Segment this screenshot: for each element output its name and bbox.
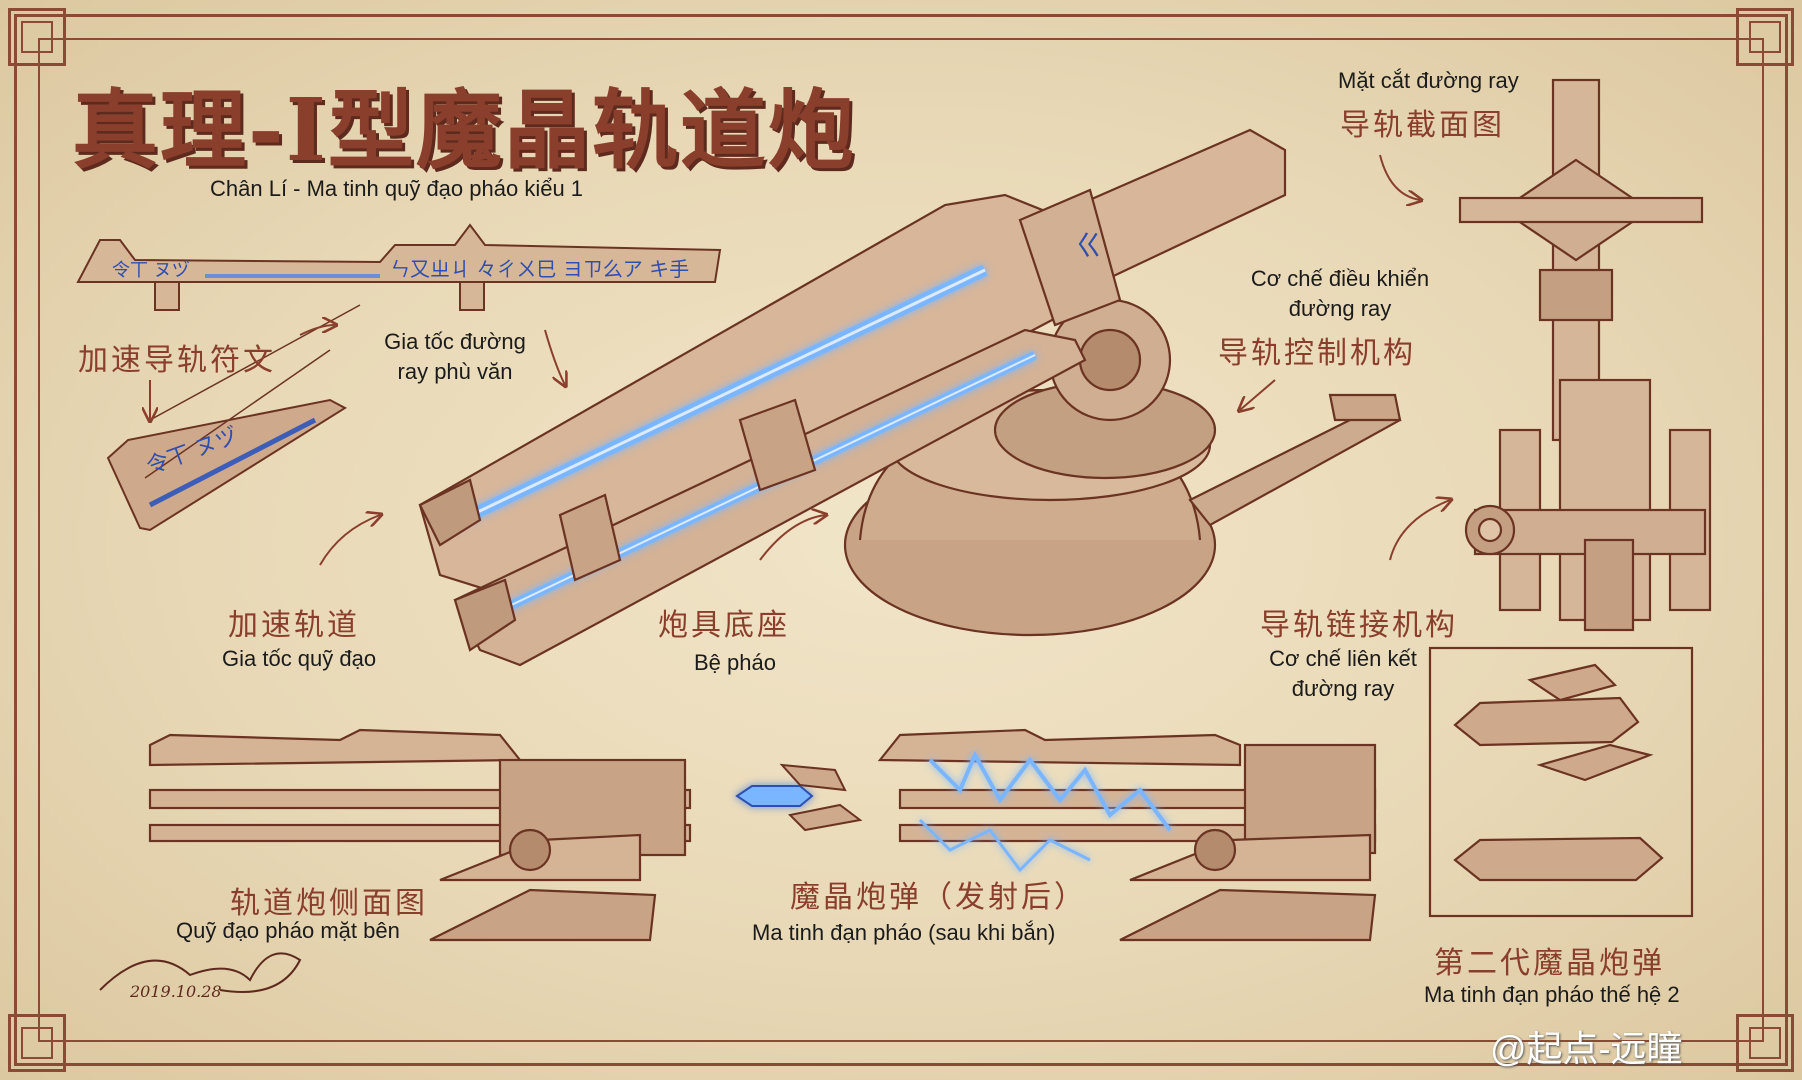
- annotation-arrows: [150, 154, 1450, 566]
- gen2-label-zh: 第二代魔晶炮弹: [1434, 946, 1665, 981]
- side-label-vi: Quỹ đạo pháo mặt bên: [176, 918, 400, 943]
- base-label-zh: 炮具底座: [658, 608, 790, 643]
- accel-label-zh: 加速轨道: [228, 608, 360, 643]
- rune-label-vi: Gia tốc đường ray phù văn: [384, 329, 526, 384]
- corner-ornament-top-right: [1736, 8, 1794, 66]
- link-label-vi: Cơ chế liên kết đường ray: [1269, 646, 1417, 701]
- railgun-main: ㄍ: [418, 128, 1402, 667]
- shell-label-vi: Ma tinh đạn pháo (sau khi bắn): [752, 920, 1056, 945]
- shell-label-zh: 魔晶炮弹（发射后）: [790, 880, 1087, 915]
- rune-glyphs-top: ㄣ又ㄓㄐ 々ㄔㄨ巳 ヨㄗ么ア キ手: [390, 257, 689, 281]
- section-label-zh: 导轨截面图: [1340, 108, 1505, 143]
- block-rune-icon: ㄍ: [1075, 229, 1103, 262]
- rune-strip: [76, 223, 722, 311]
- side-label-zh: 轨道炮侧面图: [230, 886, 428, 921]
- section-label-vi: Mặt cắt đường ray: [1338, 68, 1519, 93]
- signature-scribble: [99, 952, 302, 993]
- railgun-side-after-firing: [877, 728, 1377, 942]
- rail-link-mechanism: [1464, 378, 1712, 632]
- control-label-vi: Cơ chế điều khiển đường ray: [1250, 266, 1430, 321]
- gen2-label-vi: Ma tinh đạn pháo thế hệ 2: [1424, 982, 1680, 1007]
- rune-label-zh: 加速导轨符文: [78, 343, 276, 378]
- rail-cross-section: [1458, 78, 1704, 442]
- inner-frame: [38, 38, 1764, 1042]
- corner-ornament-top-left: [8, 8, 66, 66]
- corner-ornament-bottom-right: [1736, 1014, 1794, 1072]
- railgun-side-view: [148, 728, 692, 942]
- base-label-vi: Bệ pháo: [694, 650, 776, 675]
- gen2-shell-panel: [1428, 646, 1694, 918]
- corner-ornament-bottom-left: [8, 1014, 66, 1072]
- accel-label-vi: Gia tốc quỹ đạo: [222, 646, 377, 671]
- control-label-zh: 导轨控制机构: [1218, 336, 1416, 371]
- title-chinese: 真理-Ⅰ型魔晶轨道炮: [72, 80, 856, 181]
- magic-crystal-shell: [735, 763, 863, 832]
- signature-date: 2019.10.28: [130, 982, 222, 1001]
- title-vietnamese: Chân Lí - Ma tinh quỹ đạo pháo kiểu 1: [210, 176, 584, 201]
- watermark: @起点-远瞳: [1490, 1028, 1683, 1069]
- link-label-zh: 导轨链接机构: [1260, 608, 1458, 643]
- outer-frame: [14, 14, 1788, 1066]
- rune-glyphs-left: 令丅 ヌヅ: [112, 260, 190, 281]
